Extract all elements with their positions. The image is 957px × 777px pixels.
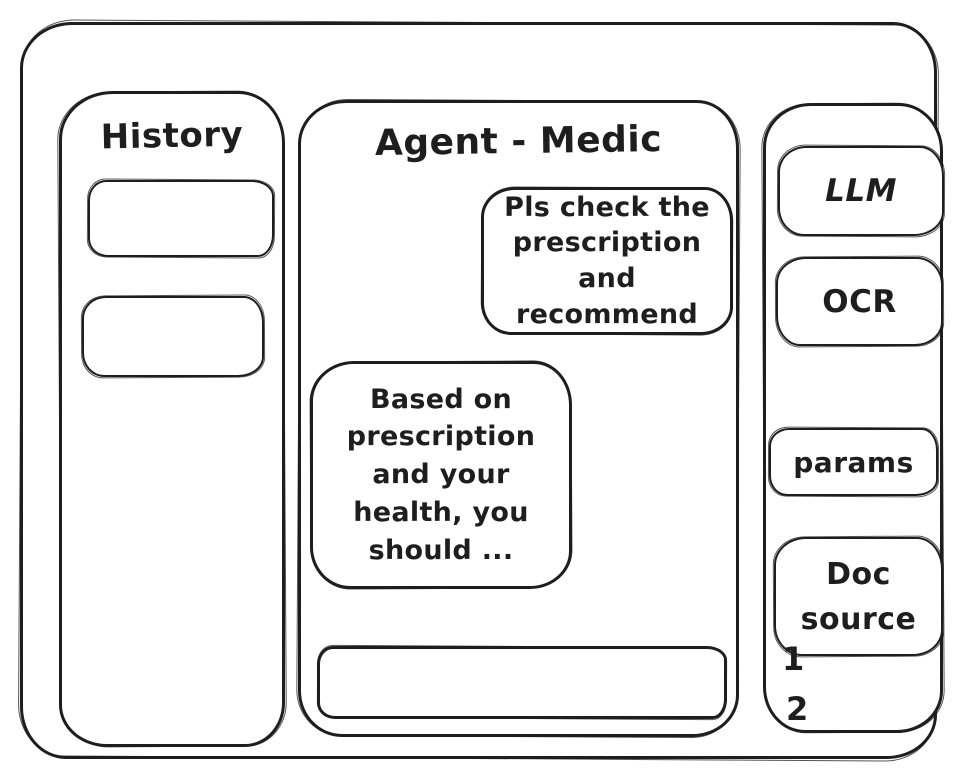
user-message-bubble: Pls check the prescription and recommend (481, 187, 733, 335)
doc-source-ref-2: 2 (786, 690, 809, 728)
app-window: History Agent - Medic Pls check the pres… (20, 22, 944, 759)
tools-sidebar: LLM OCR params Doc source 1 2 (763, 103, 944, 733)
ocr-button[interactable]: OCR (776, 257, 943, 346)
llm-button[interactable]: LLM (778, 146, 944, 236)
history-title: History (100, 114, 244, 158)
message-input[interactable] (317, 646, 727, 719)
doc-source-button[interactable]: Doc source (774, 537, 943, 656)
chat-title: Agent - Medic (374, 118, 663, 165)
history-item[interactable] (82, 296, 264, 377)
history-sidebar: History (59, 91, 285, 747)
doc-source-ref-1: 1 (782, 640, 805, 678)
params-button[interactable]: params (769, 428, 938, 496)
chat-panel: Agent - Medic Pls check the prescription… (298, 100, 739, 737)
history-item[interactable] (88, 180, 274, 257)
assistant-message-bubble: Based on prescription and your health, y… (310, 361, 572, 589)
